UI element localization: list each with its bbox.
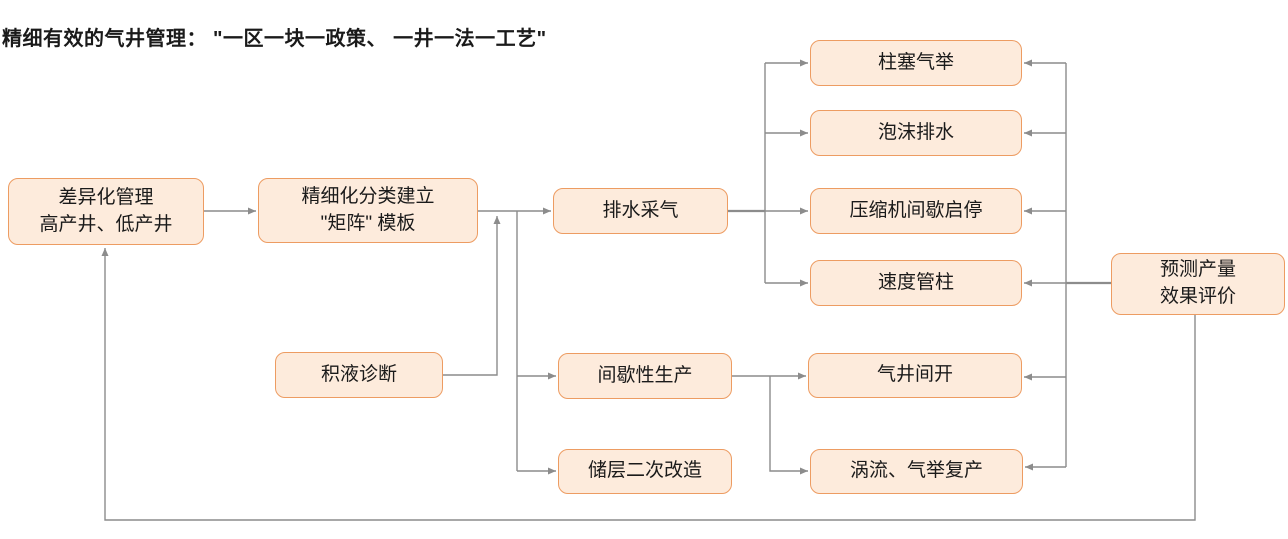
node-matrix-template: 精细化分类建立 "矩阵" 模板 xyxy=(258,178,478,243)
connector-intermittent-to-vortex xyxy=(769,376,808,475)
node-foam-drainage: 泡沫排水 xyxy=(810,110,1022,156)
node-label: 积液诊断 xyxy=(320,363,397,385)
connector-liquid-diagnosis-up xyxy=(443,216,501,376)
node-drainage-gas-recovery: 排水采气 xyxy=(553,188,728,234)
node-label: 速度管柱 xyxy=(877,271,954,293)
node-prediction-evaluation: 预测产量 效果评价 xyxy=(1111,253,1285,315)
node-velocity-string: 速度管柱 xyxy=(810,260,1022,306)
connector-feedback-loop xyxy=(101,248,1196,521)
node-label: 泡沫排水 xyxy=(877,121,954,143)
node-label: 预测产量 效果评价 xyxy=(1159,259,1236,307)
node-compressor-intermittent-startstop: 压缩机间歇启停 xyxy=(810,188,1022,234)
diagram-title: 精细有效的气井管理： "一区一块一政策、 一井一法一工艺" xyxy=(2,28,547,50)
node-intermittent-production: 间歇性生产 xyxy=(558,353,732,399)
node-vortex-gaslift-resume: 涡流、气举复产 xyxy=(810,449,1023,494)
node-label: 储层二次改造 xyxy=(587,460,702,482)
node-label: 气井间开 xyxy=(876,364,953,386)
node-plunger-gas-lift: 柱塞气举 xyxy=(810,40,1022,86)
node-label: 压缩机间歇启停 xyxy=(849,199,983,221)
node-reservoir-restimulation: 储层二次改造 xyxy=(558,449,732,494)
node-label: 排水采气 xyxy=(602,199,679,221)
node-label: 柱塞气举 xyxy=(877,51,954,73)
node-label: 涡流、气举复产 xyxy=(849,460,983,482)
node-label: 差异化管理 高产井、低产井 xyxy=(39,186,173,235)
node-gas-well-intermittent-open: 气井间开 xyxy=(808,353,1022,398)
node-differentiated-management: 差异化管理 高产井、低产井 xyxy=(8,178,204,245)
node-label: 间歇性生产 xyxy=(597,364,693,386)
node-label: 精细化分类建立 "矩阵" 模板 xyxy=(301,185,435,234)
node-liquid-accumulation-diagnosis: 积液诊断 xyxy=(275,352,443,398)
